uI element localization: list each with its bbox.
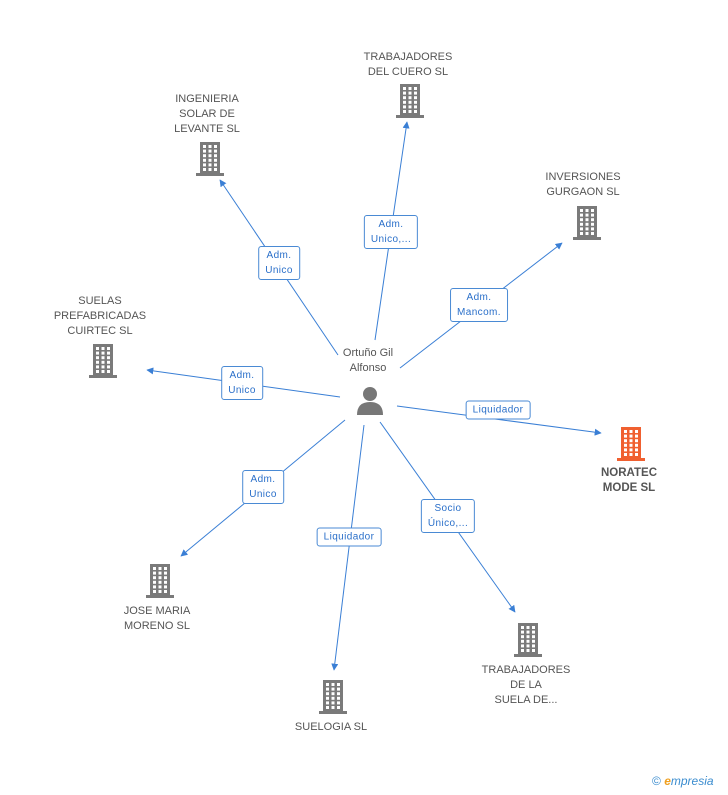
company-label-jose-maria-moreno[interactable]: JOSE MARIA MORENO SL: [123, 605, 191, 632]
brand-e: e: [664, 774, 671, 788]
building-icon[interactable]: [88, 344, 118, 383]
building-icon[interactable]: [513, 623, 543, 662]
edge-label-jose-maria-moreno[interactable]: Adm. Unico: [242, 470, 284, 504]
edge-label-ingenieria-solar[interactable]: Adm. Unico: [258, 246, 300, 280]
edge-label-inversiones-gurgaon[interactable]: Adm. Mancom.: [450, 288, 508, 322]
building-icon[interactable]: [145, 564, 175, 603]
building-icon[interactable]: [195, 142, 225, 181]
edge-label-trabajadores-cuero[interactable]: Adm. Unico,...: [363, 215, 419, 249]
footer-brand: © empresia: [652, 774, 714, 788]
edge-label-suelas-prefabricadas[interactable]: Adm. Unico: [221, 366, 263, 400]
building-icon[interactable]: [318, 680, 348, 719]
company-label-suelogia[interactable]: SUELOGIA SL: [294, 721, 368, 733]
building-icon[interactable]: [572, 206, 602, 245]
edge-label-noratec[interactable]: Liquidador: [465, 400, 531, 420]
company-label-suelas-prefabricadas[interactable]: SUELAS PREFABRICADAS CUIRTEC SL: [53, 295, 147, 337]
center-person-label[interactable]: Ortuño Gil Alfonso: [342, 347, 394, 374]
brand-name: mpresia: [670, 774, 714, 788]
edge-noratec: [396, 405, 602, 436]
company-label-noratec[interactable]: NORATEC MODE SL: [600, 467, 658, 494]
company-label-ingenieria-solar[interactable]: INGENIERIA SOLAR DE LEVANTE SL: [174, 93, 240, 135]
company-label-trabajadores-cuero[interactable]: TRABAJADORES DEL CUERO SL: [363, 51, 453, 78]
company-label-inversiones-gurgaon[interactable]: INVERSIONES GURGAON SL: [545, 171, 621, 198]
building-icon[interactable]: [395, 84, 425, 123]
company-label-trabajadores-suela[interactable]: TRABAJADORES DE LA SUELA DE...: [481, 664, 571, 706]
building-icon[interactable]: [616, 427, 646, 466]
edge-label-trabajadores-suela[interactable]: Socio Único,...: [420, 499, 476, 533]
person-icon[interactable]: [355, 385, 385, 420]
edge-suelogia: [331, 424, 365, 671]
edge-label-suelogia[interactable]: Liquidador: [316, 527, 382, 547]
copyright-symbol: ©: [652, 774, 661, 788]
